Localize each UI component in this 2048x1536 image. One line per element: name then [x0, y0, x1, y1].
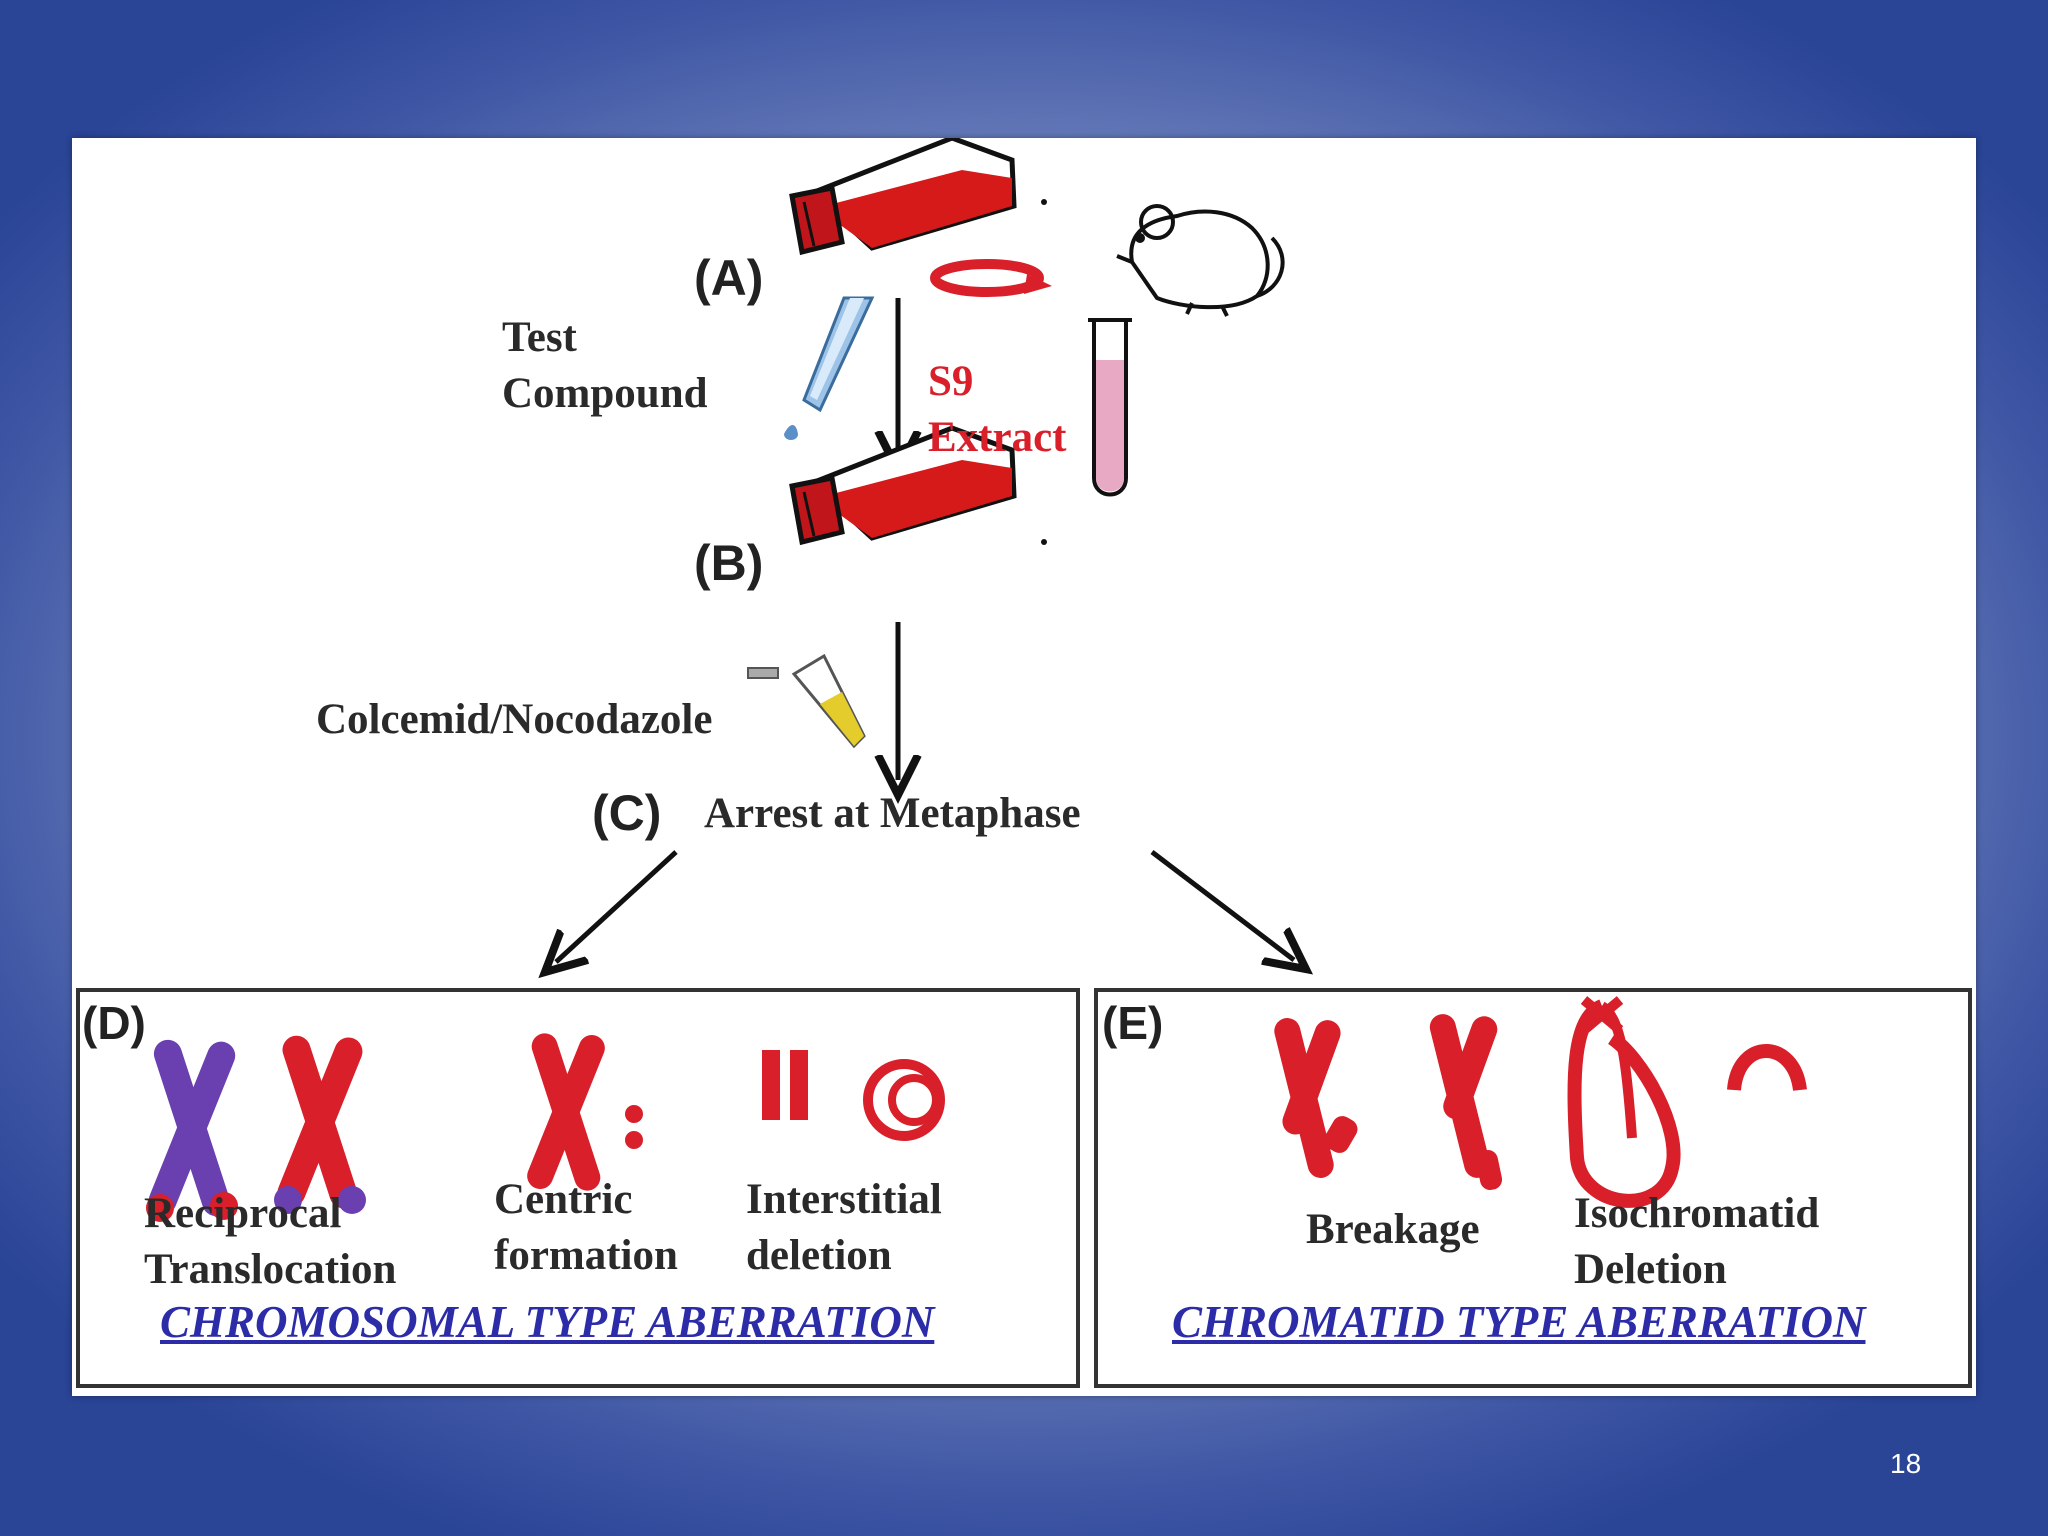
interstitial-deletion-chromosome	[762, 1050, 945, 1141]
step-label-e: (E)	[1102, 997, 1164, 1049]
diagram-graphics	[76, 138, 1972, 1388]
reciprocal-translocation-chromosomes	[146, 1035, 366, 1222]
arrest-at-metaphase-label: Arrest at Metaphase	[704, 790, 1081, 837]
isochromatid-deletion-label: Isochromatid Deletion	[1574, 1190, 1820, 1293]
mouse-icon	[1116, 204, 1285, 317]
step-label-a: (A)	[694, 250, 764, 306]
slide-number: 18	[1890, 1448, 1922, 1479]
breakage-label: Breakage	[1306, 1206, 1480, 1253]
step-label-d: (D)	[82, 997, 146, 1049]
circular-arrow-icon	[930, 259, 1052, 297]
s9-extract-label: S9 Extract	[928, 358, 1067, 461]
eppendorf-tube-icon	[747, 653, 866, 749]
chromatid-arc-fragment	[1727, 1044, 1807, 1092]
centric-formation-label: Centric formation	[494, 1176, 678, 1279]
breakage-chromosome-1	[1274, 1018, 1358, 1178]
reciprocal-translocation-label: Reciprocal Translocation	[144, 1190, 397, 1293]
pipette-icon	[784, 296, 875, 440]
chromosomal-aberration-box	[76, 988, 1080, 1388]
step-label-b: (B)	[694, 535, 764, 591]
centric-formation-chromosome	[527, 1033, 643, 1191]
chromatid-aberration-box	[1094, 988, 1972, 1388]
test-tube-icon	[1088, 318, 1132, 497]
colcemid-nocodazole-label: Colcemid/Nocodazole	[316, 696, 713, 743]
chromatid-type-title: CHROMATID TYPE ABERRATION	[1172, 1297, 1866, 1347]
breakage-chromosome-2	[1429, 1014, 1503, 1190]
culture-flask-a-icon	[789, 138, 1047, 256]
chromosomal-type-title: CHROMOSOMAL TYPE ABERRATION	[160, 1297, 935, 1347]
arrow-c-to-d	[556, 850, 678, 962]
culture-flask-b-icon	[789, 425, 1047, 546]
test-compound-label: Test Compound	[502, 314, 708, 417]
step-label-c: (C)	[592, 785, 662, 841]
isochromatid-deletion-loop	[1567, 996, 1681, 1208]
interstitial-deletion-label: Interstitial deletion	[746, 1176, 942, 1279]
arrow-c-to-e	[1150, 850, 1294, 960]
slide-figure-panel: (A) (B) (C) (D) (E) Test Compound S9 Ext…	[72, 138, 1976, 1396]
